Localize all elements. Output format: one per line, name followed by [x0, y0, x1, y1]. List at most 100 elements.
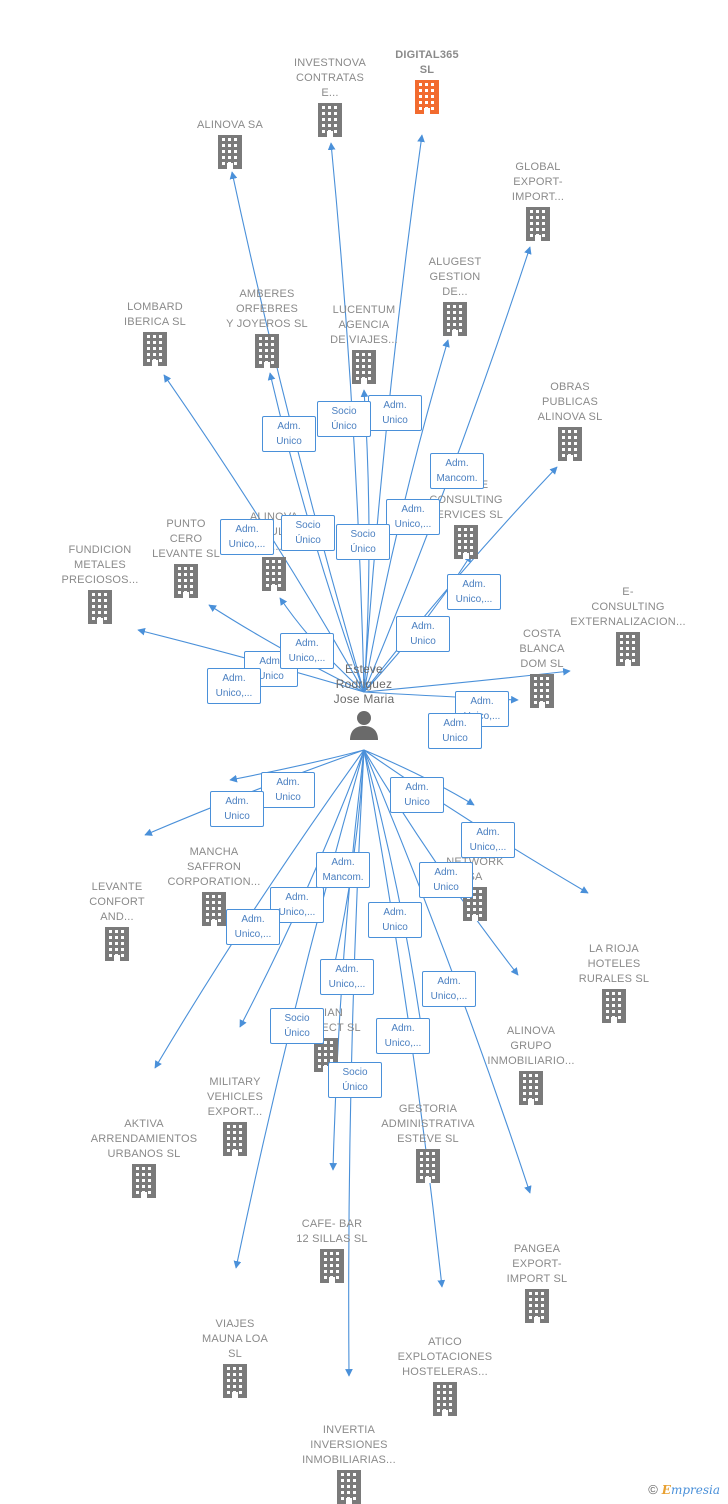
company-node-digital365[interactable]: DIGITAL365 SL	[367, 48, 487, 114]
role-badge-cafe-bar[interactable]: Socio Único	[328, 1062, 382, 1098]
role-badge-esteve-consulting[interactable]: Adm. Unico	[396, 616, 450, 652]
role-badge-la-rioja[interactable]: Adm. Unico,...	[461, 822, 515, 858]
role-badge-levante-confort[interactable]: Adm. Unico	[210, 791, 264, 827]
role-badge-viajes-mauna[interactable]: Socio Único	[270, 1008, 324, 1044]
person-icon	[350, 711, 378, 740]
role-badge-mancha-saffron[interactable]: Adm. Unico	[261, 772, 315, 808]
company-node-alugest[interactable]: ALUGEST GESTION DE...	[395, 255, 515, 336]
company-node-lombard[interactable]: LOMBARD IBERICA SL	[95, 300, 215, 366]
building-icon	[223, 1122, 247, 1156]
edge-la-rioja	[363, 749, 589, 894]
company-node-investnova[interactable]: INVESTNOVA CONTRATAS E...	[270, 56, 390, 137]
building-icon	[255, 334, 279, 368]
building-icon	[415, 80, 439, 114]
company-label: ALINOVA GRUPO INMOBILIARIO...	[487, 1025, 575, 1067]
company-node-mancha-saffron[interactable]: MANCHA SAFFRON CORPORATION...	[154, 845, 274, 926]
company-label: AKTIVA ARRENDAMIENTOS URBANOS SL	[90, 1118, 198, 1160]
building-icon	[443, 302, 467, 336]
role-badge-lombard[interactable]: Adm. Unico,...	[220, 519, 274, 555]
company-node-cafe-bar[interactable]: CAFE- BAR 12 SILLAS SL	[272, 1217, 392, 1283]
company-node-atico[interactable]: ATICO EXPLOTACIONES HOSTELERAS...	[385, 1335, 505, 1416]
company-node-e-consulting[interactable]: E- CONSULTING EXTERNALIZACION...	[568, 585, 688, 666]
company-node-global-export[interactable]: GLOBAL EXPORT- IMPORT...	[478, 160, 598, 241]
copyright-symbol: ©	[648, 1482, 658, 1497]
role-badge-global-export[interactable]: Adm. Mancom.	[430, 453, 484, 489]
company-label: GESTORIA ADMINISTRATIVA ESTEVE SL	[381, 1103, 475, 1145]
building-icon	[352, 350, 376, 384]
company-node-punto-cero[interactable]: PUNTO CERO LEVANTE SL	[126, 517, 246, 598]
center-person-label: Esteve Rodriguez Jose Maria	[333, 662, 395, 706]
role-badge-digital365[interactable]: Adm. Unico	[368, 395, 422, 431]
role-badge-alinova-hidden[interactable]: Adm. Unico,...	[280, 633, 334, 669]
company-label: PUNTO CERO LEVANTE SL	[152, 518, 220, 560]
role-badge-obras-publicas[interactable]: Adm. Unico,...	[447, 574, 501, 610]
company-node-gestoria[interactable]: GESTORIA ADMINISTRATIVA ESTEVE SL	[368, 1102, 488, 1183]
company-label: ATICO EXPLOTACIONES HOSTELERAS...	[397, 1336, 493, 1378]
company-node-alinova-sa[interactable]: ALINOVA SA	[170, 118, 290, 169]
company-label: FUNDICION METALES PRECIOSOS...	[61, 544, 139, 586]
company-label: MANCHA SAFFRON CORPORATION...	[167, 846, 261, 888]
role-badge-network[interactable]: Adm. Unico	[390, 777, 444, 813]
edge-mancha-saffron	[229, 749, 365, 783]
company-label: DIGITAL365 SL	[395, 49, 459, 76]
company-node-viajes-mauna[interactable]: VIAJES MAUNA LOA SL	[175, 1317, 295, 1398]
building-icon	[318, 103, 342, 137]
company-label: LOMBARD IBERICA SL	[124, 301, 186, 328]
role-badge-military[interactable]: Adm. Unico,...	[226, 909, 280, 945]
brand-initial: E	[661, 1483, 671, 1497]
role-badge-lucentum[interactable]: Socio Único	[336, 524, 390, 560]
company-label: CAFE- BAR 12 SILLAS SL	[296, 1218, 368, 1245]
building-icon	[262, 557, 286, 591]
building-icon	[416, 1149, 440, 1183]
company-node-alinova-grupo[interactable]: ALINOVA GRUPO INMOBILIARIO...	[471, 1024, 591, 1105]
company-node-costa-blanca[interactable]: COSTA BLANCA DOM SL	[482, 627, 602, 708]
empresia-footer[interactable]: ©Empresia	[648, 1482, 720, 1497]
role-badge-alinova-sa[interactable]: Adm. Unico	[262, 416, 316, 452]
role-badge-costa-blanca[interactable]: Adm. Unico	[428, 713, 482, 749]
company-label: COSTA BLANCA DOM SL	[519, 628, 565, 670]
building-icon	[202, 892, 226, 926]
company-node-obras-publicas[interactable]: OBRAS PUBLICAS ALINOVA SL	[510, 380, 630, 461]
building-icon	[337, 1470, 361, 1504]
company-node-invertia[interactable]: INVERTIA INVERSIONES INMOBILIARIAS...	[289, 1423, 409, 1504]
company-node-levante-confort[interactable]: LEVANTE CONFORT AND...	[57, 880, 177, 961]
company-node-lucentum[interactable]: LUCENTUM AGENCIA DE VIAJES...	[304, 303, 424, 384]
building-icon	[218, 135, 242, 169]
company-node-pangea[interactable]: PANGEA EXPORT- IMPORT SL	[477, 1242, 597, 1323]
building-icon	[433, 1382, 457, 1416]
role-badge-atico[interactable]: Adm. Unico,...	[376, 1018, 430, 1054]
building-icon	[132, 1164, 156, 1198]
edge-gestoria	[363, 749, 428, 1054]
building-icon	[525, 1289, 549, 1323]
role-badge-fundicion[interactable]: Adm. Unico,...	[207, 668, 261, 704]
building-icon	[88, 590, 112, 624]
role-badge-alinova-grupo[interactable]: Adm. Unico	[419, 862, 473, 898]
building-icon	[616, 632, 640, 666]
company-label: AMBERES ORFEBRES Y JOYEROS SL	[226, 288, 308, 330]
company-node-military[interactable]: MILITARY VEHICLES EXPORT...	[175, 1075, 295, 1156]
role-badge-gestoria[interactable]: Adm. Unico	[368, 902, 422, 938]
role-badge-aktiva[interactable]: Adm. Unico,...	[320, 959, 374, 995]
role-badge-investnova[interactable]: Socio Único	[317, 401, 371, 437]
company-node-network[interactable]: NETWORK SA	[415, 855, 535, 921]
center-person-node[interactable]: Esteve Rodriguez Jose Maria	[309, 662, 419, 741]
role-badge-invertia[interactable]: Adm. Mancom.	[316, 852, 370, 888]
company-label: LUCENTUM AGENCIA DE VIAJES...	[330, 304, 398, 346]
company-label: LA RIOJA HOTELES RURALES SL	[578, 943, 650, 985]
building-icon	[454, 525, 478, 559]
company-node-aktiva[interactable]: AKTIVA ARRENDAMIENTOS URBANOS SL	[84, 1117, 204, 1198]
company-label: VIAJES MAUNA LOA SL	[202, 1318, 268, 1360]
building-icon	[558, 427, 582, 461]
company-node-fundicion[interactable]: FUNDICION METALES PRECIOSOS...	[40, 543, 160, 624]
company-node-amberes[interactable]: AMBERES ORFEBRES Y JOYEROS SL	[207, 287, 327, 368]
building-icon	[526, 207, 550, 241]
company-label: LEVANTE CONFORT AND...	[89, 881, 145, 923]
role-badge-amberes[interactable]: Socio Único	[281, 515, 335, 551]
company-node-la-rioja[interactable]: LA RIOJA HOTELES RURALES SL	[554, 942, 674, 1023]
company-label: GLOBAL EXPORT- IMPORT...	[511, 161, 565, 203]
building-icon	[143, 332, 167, 366]
edge-e-consulting	[363, 667, 571, 693]
role-badge-pangea[interactable]: Adm. Unico,...	[422, 971, 476, 1007]
role-badge-alugest[interactable]: Adm. Unico,...	[386, 499, 440, 535]
building-icon	[320, 1249, 344, 1283]
